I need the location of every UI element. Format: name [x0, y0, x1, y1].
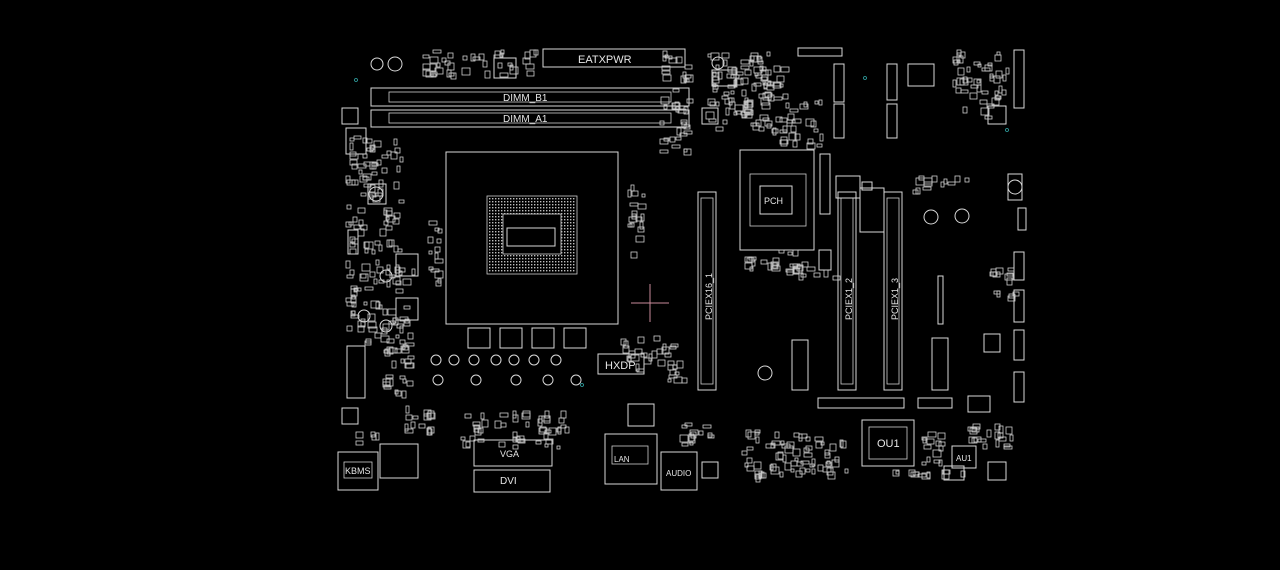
dimm-slot-b1[interactable]: DIMM_B1 [370, 87, 690, 107]
dimm-a1-label: DIMM_A1 [503, 114, 548, 125]
ic-au1[interactable]: AU1 [951, 445, 977, 469]
chipset[interactable]: PCH [739, 149, 815, 251]
via-markers [354, 76, 1009, 387]
dimm-b1-label: DIMM_B1 [503, 93, 548, 104]
chipset-label: PCH [764, 196, 783, 206]
cursor-crosshair [631, 284, 669, 322]
dimm-slot-a1[interactable]: DIMM_A1 [370, 109, 690, 128]
lan-controller [627, 403, 655, 427]
cpu-socket[interactable] [445, 151, 619, 325]
usb-port-stack [379, 443, 419, 479]
atx-power-label: EATXPWR [578, 54, 632, 66]
dvi-port[interactable]: DVI [473, 469, 551, 493]
ou1-label: OU1 [877, 438, 900, 450]
pcie-slot-2[interactable]: PCIEX1_2 [837, 191, 857, 391]
pcie-1-label: PCIEX16_1 [704, 273, 714, 320]
pcie-2-label: PCIEX1_2 [844, 278, 854, 320]
dvi-label: DVI [500, 476, 517, 487]
pcie-slot-3[interactable]: PCIEX1_3 [883, 191, 903, 391]
au1-label: AU1 [956, 454, 972, 463]
audio-label: AUDIO [666, 469, 691, 478]
atx-power-connector[interactable]: EATXPWR [542, 48, 686, 68]
kbms-port[interactable]: KBMS [337, 451, 379, 491]
vrm-chokes [395, 253, 587, 349]
ic-ou1[interactable]: OU1 [861, 419, 915, 467]
cpu-pin-grid [489, 198, 575, 272]
smd-components [345, 49, 1020, 483]
hdmi-dp-label: HXDP [605, 360, 636, 372]
pcie-3-label: PCIEX1_3 [890, 278, 900, 320]
vga-label: VGA [500, 449, 519, 459]
audio-port[interactable]: AUDIO [660, 451, 698, 491]
lan-port[interactable]: LAN [604, 433, 658, 485]
pcie-slot-1[interactable]: PCIEX16_1 [697, 191, 717, 391]
kbms-label: KBMS [345, 466, 371, 476]
lan-label: LAN [614, 455, 630, 464]
